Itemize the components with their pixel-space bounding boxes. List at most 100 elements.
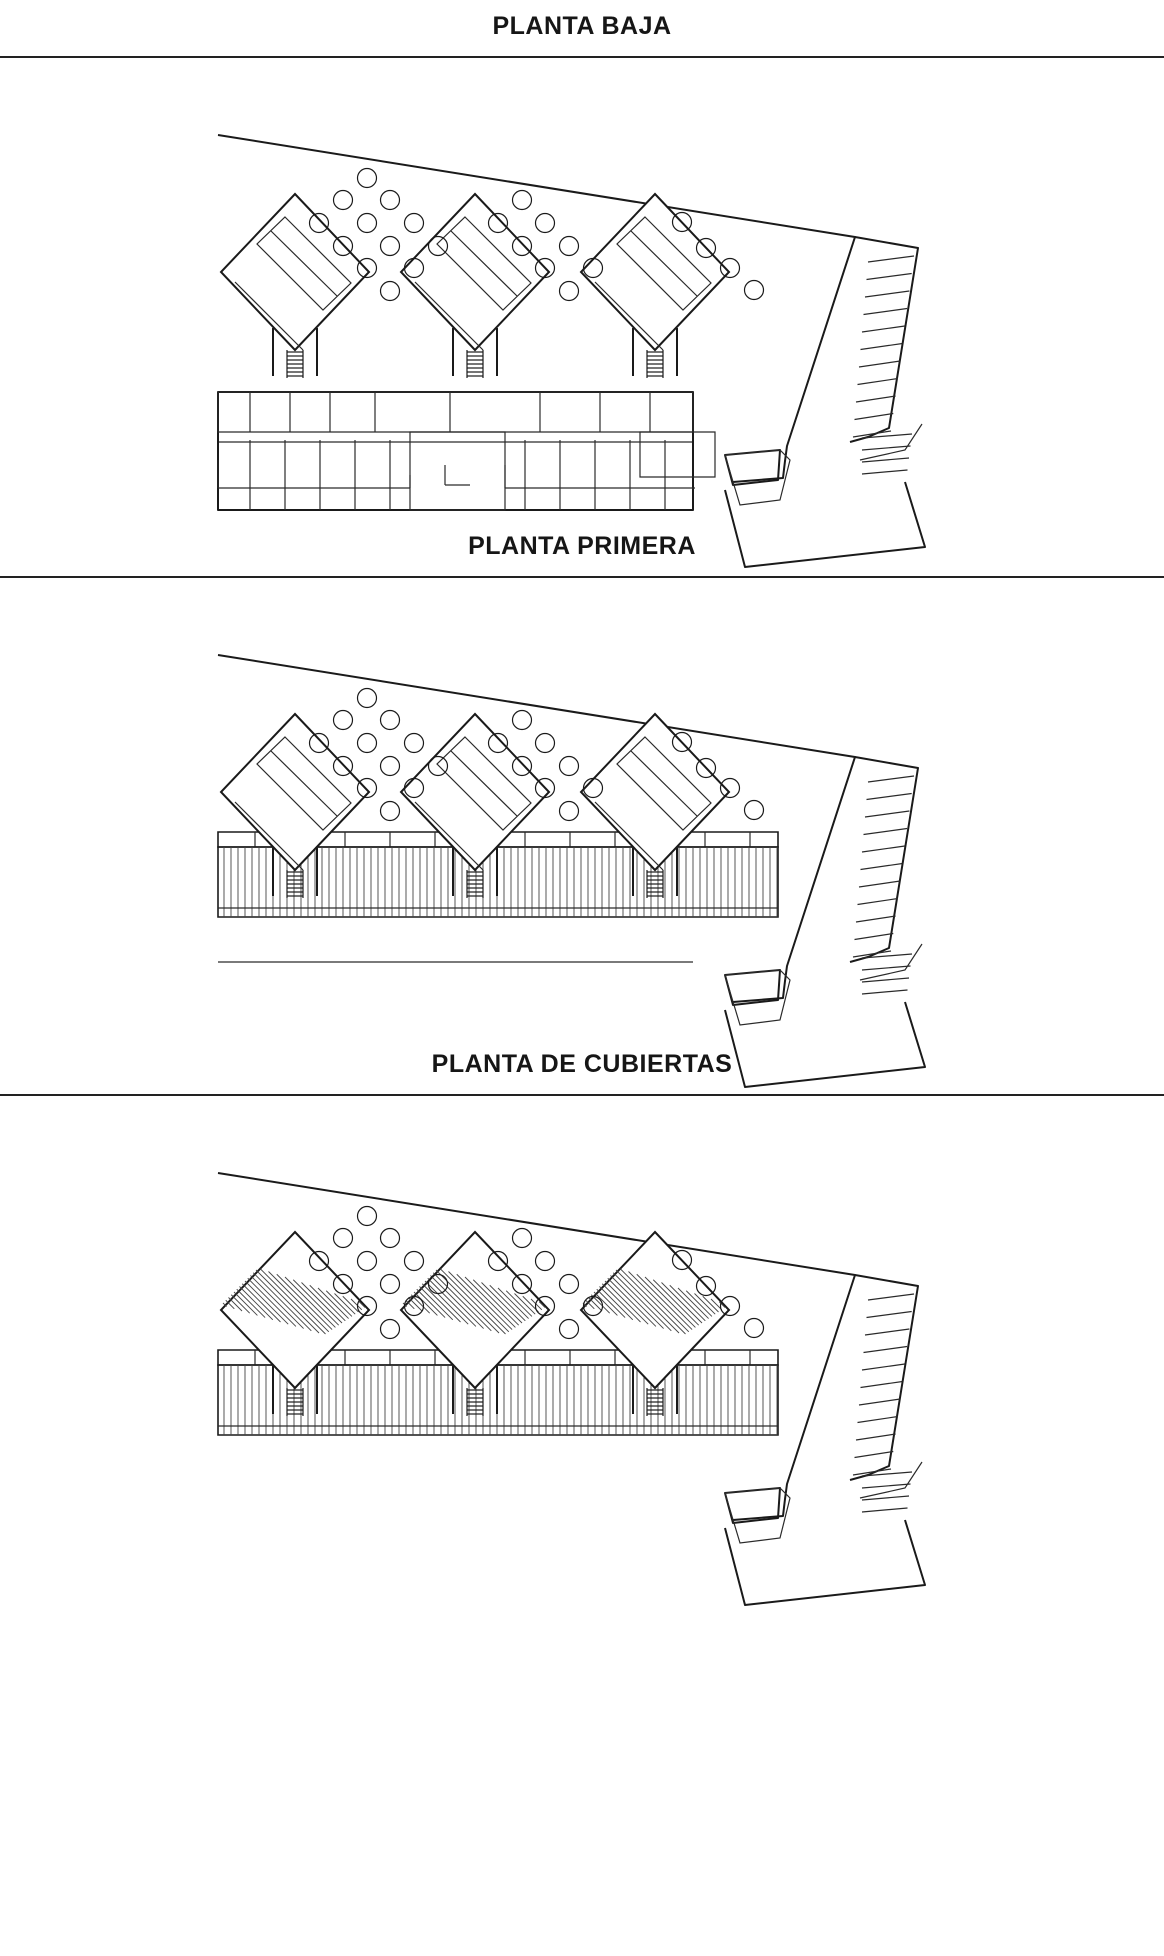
pavilion (401, 194, 549, 378)
entrance-annex (725, 1488, 925, 1605)
tree (721, 259, 740, 278)
tree (513, 1229, 532, 1248)
room-partitions (250, 392, 715, 510)
pavilion (581, 194, 729, 378)
trees (310, 169, 764, 301)
pavilion-square (221, 714, 369, 870)
stair (467, 1388, 483, 1416)
tree (745, 281, 764, 300)
tree (334, 1229, 353, 1248)
pavilions (221, 1232, 729, 1416)
tree (405, 1297, 424, 1316)
tree (381, 757, 400, 776)
pavilion-square (581, 714, 729, 870)
pavilion-square (581, 1232, 729, 1388)
stair (647, 1388, 663, 1416)
pavilion (221, 1232, 369, 1416)
tree (536, 1252, 555, 1271)
roof-hatching (224, 1365, 777, 1435)
trees (310, 1207, 764, 1339)
pavilion (401, 1232, 549, 1416)
pavilion-square (401, 1232, 549, 1388)
tree (334, 237, 353, 256)
pavilion-square (401, 194, 549, 350)
pavilion (581, 714, 729, 898)
tree (560, 757, 579, 776)
long-block (218, 392, 693, 510)
tree (405, 734, 424, 753)
tree (536, 1297, 555, 1316)
tree (513, 191, 532, 210)
roof-hatching (223, 1269, 365, 1334)
stair (467, 870, 483, 898)
tree (489, 734, 508, 753)
tree (745, 801, 764, 820)
tree (310, 214, 329, 233)
tree (334, 757, 353, 776)
tree (405, 214, 424, 233)
tree (429, 1275, 448, 1294)
pavilion-interior (235, 217, 351, 350)
tree (381, 1275, 400, 1294)
tree (697, 239, 716, 258)
tree (721, 1297, 740, 1316)
tree (489, 1252, 508, 1271)
pavilion-square (581, 194, 729, 350)
tree (536, 214, 555, 233)
tree (673, 213, 692, 232)
pavilions (221, 714, 729, 898)
tree (405, 259, 424, 278)
tree (584, 779, 603, 798)
tree (381, 1229, 400, 1248)
tree (560, 282, 579, 301)
parking-strip (850, 757, 922, 994)
plan-title-first-floor: PLANTA PRIMERA (468, 532, 696, 560)
parking-bays (853, 776, 914, 994)
pavilion-interior (235, 737, 351, 870)
pavilion (401, 714, 549, 898)
tree (358, 1252, 377, 1271)
tree (721, 779, 740, 798)
tree (358, 169, 377, 188)
tree (381, 1320, 400, 1339)
tree (358, 214, 377, 233)
tree (489, 214, 508, 233)
tree (358, 779, 377, 798)
roof-plan (0, 1158, 1164, 1618)
tree (584, 1297, 603, 1316)
pavilion-square (221, 1232, 369, 1388)
tree (673, 733, 692, 752)
tree (405, 1252, 424, 1271)
tree (358, 1207, 377, 1226)
parking-strip (850, 237, 922, 474)
tree (513, 1275, 532, 1294)
pavilion (221, 194, 369, 378)
stair (647, 870, 663, 898)
tree (584, 259, 603, 278)
tree (513, 757, 532, 776)
plan-title-ground-floor: PLANTA BAJA (492, 12, 672, 40)
tree (429, 757, 448, 776)
title-underline (0, 56, 1164, 58)
entrance-annex (725, 970, 925, 1087)
tree (560, 1275, 579, 1294)
pavilion-interior (415, 737, 531, 870)
corridor-block (218, 392, 715, 510)
pavilion-interior (595, 217, 711, 350)
stair (647, 350, 663, 378)
pavilions (221, 194, 729, 378)
pavilion-interior (595, 737, 711, 870)
tree (334, 711, 353, 730)
tree (358, 259, 377, 278)
tree (560, 237, 579, 256)
tree (310, 734, 329, 753)
trees (310, 689, 764, 821)
tree (536, 779, 555, 798)
tree (560, 1320, 579, 1339)
title-underline (0, 576, 1164, 578)
roof-hatching (224, 847, 777, 917)
tree (310, 1252, 329, 1271)
tree (381, 711, 400, 730)
pavilion-interior (415, 217, 531, 350)
tree (513, 711, 532, 730)
